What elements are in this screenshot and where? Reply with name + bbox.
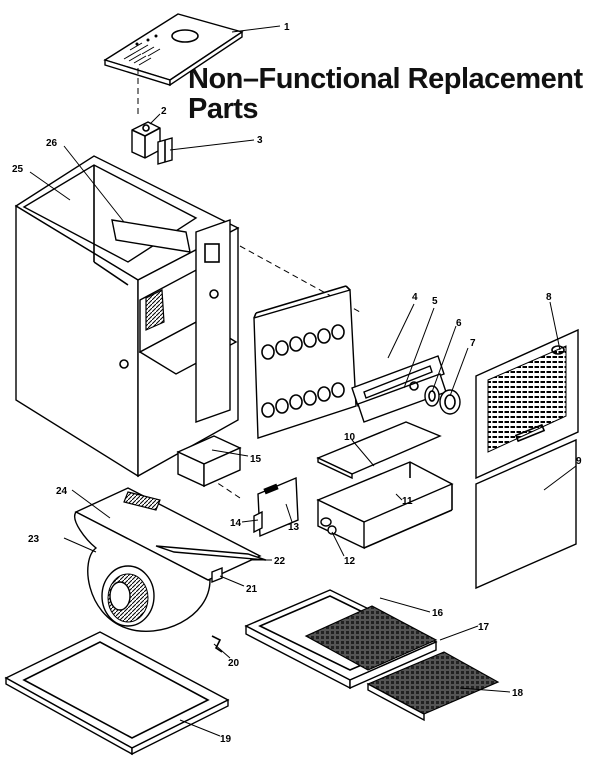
part-10-cover (316, 421, 442, 480)
part-1-top-panel (103, 13, 244, 87)
callout-16: 16 (432, 608, 444, 619)
part-8-upper-door (475, 328, 579, 480)
callout-11: 11 (402, 496, 413, 507)
callout-26: 26 (46, 138, 58, 149)
part-15-junction-box (176, 435, 242, 488)
part-17-filter (304, 605, 438, 671)
callout-8: 8 (546, 292, 552, 303)
callout-20: 20 (228, 658, 240, 669)
callout-10: 10 (344, 432, 356, 443)
title-line-2: Parts (188, 93, 259, 125)
part-11-tray (316, 461, 454, 550)
callout-25: 25 (12, 164, 24, 175)
callout-labels: 1 2 3 4 5 6 7 8 9 10 11 12 13 14 15 16 1… (12, 22, 582, 745)
part-12-valve (320, 517, 337, 535)
callout-2: 2 (161, 106, 167, 117)
callout-6: 6 (456, 318, 462, 329)
part-6-ring (424, 385, 440, 407)
part-14-bracket (253, 510, 263, 534)
callout-24: 24 (56, 486, 68, 497)
callout-9: 9 (576, 456, 582, 467)
callout-21: 21 (246, 584, 258, 595)
leader-lines (29, 25, 577, 737)
mounting-panel (253, 285, 357, 439)
callout-5: 5 (432, 296, 438, 307)
callout-22: 22 (274, 556, 286, 567)
callout-7: 7 (470, 338, 476, 349)
callout-4: 4 (412, 292, 418, 303)
part-20-fastener (211, 635, 223, 653)
callout-18: 18 (512, 688, 524, 699)
diagram-title: Non–Functional Replacement Parts (188, 64, 598, 124)
callout-13: 13 (288, 522, 300, 533)
part-3-clip (157, 137, 173, 165)
callout-14: 14 (230, 518, 242, 529)
callout-12: 12 (344, 556, 356, 567)
callout-17: 17 (478, 622, 490, 633)
part-23-blower-wheel (74, 511, 211, 632)
part-21-clip (211, 566, 223, 584)
part-18-filter (366, 651, 500, 722)
part-2-bracket (131, 68, 161, 159)
part-25-cabinet (14, 155, 240, 478)
title-line-1: Non–Functional Replacement (188, 63, 583, 95)
part-4-gasket (351, 355, 445, 407)
callout-15: 15 (250, 454, 262, 465)
callout-23: 23 (28, 534, 40, 545)
part-24-blower-housing (74, 487, 262, 581)
callout-19: 19 (220, 734, 232, 745)
part-9-lower-door (475, 438, 577, 590)
part-7-collar (439, 389, 461, 415)
callout-1: 1 (284, 22, 290, 33)
callout-3: 3 (257, 135, 263, 146)
part-19-base-pan (4, 631, 230, 756)
